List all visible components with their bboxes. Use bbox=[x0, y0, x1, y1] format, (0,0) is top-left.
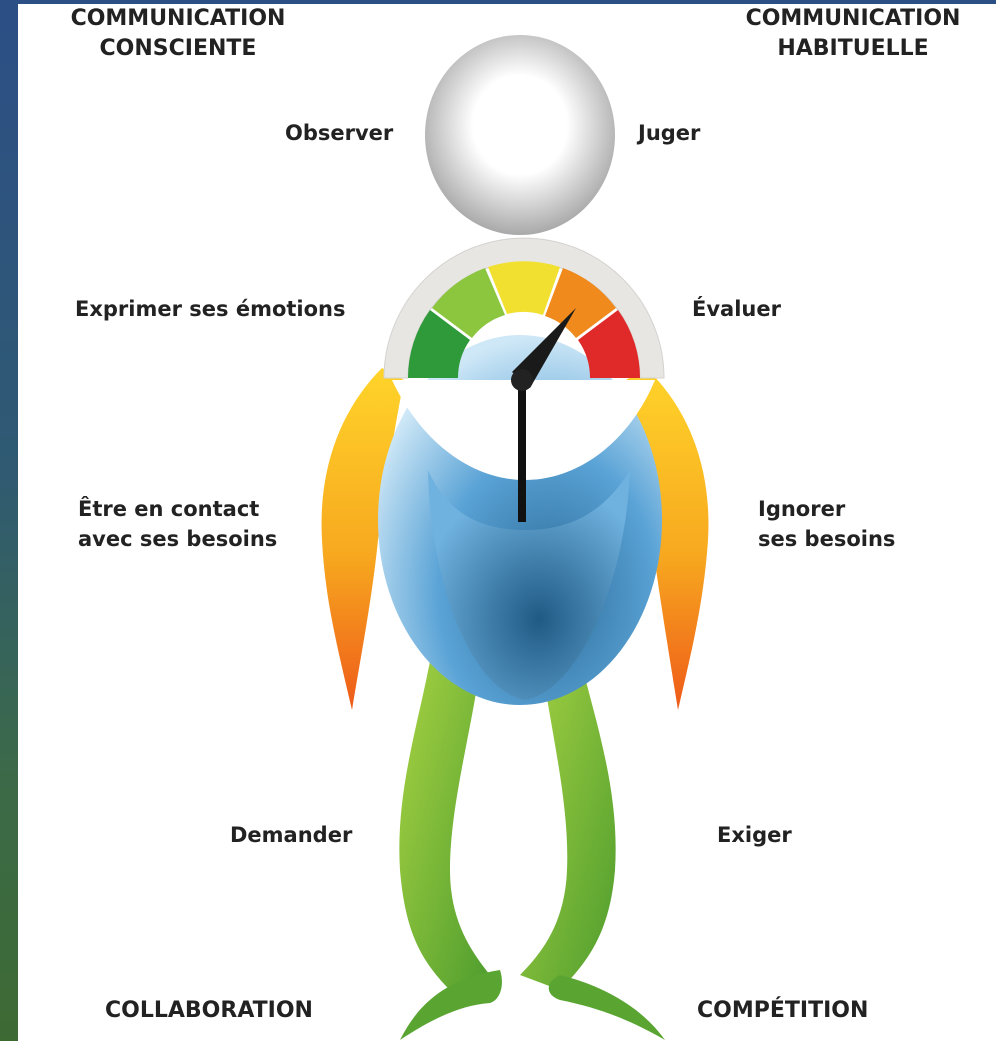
label-exprimer: Exprimer ses émotions bbox=[75, 294, 346, 324]
left-leg bbox=[399, 650, 490, 990]
heading-competition: COMPÉTITION bbox=[697, 996, 868, 1026]
label-observer: Observer bbox=[285, 118, 393, 148]
label-contact: Être en contact avec ses besoins bbox=[78, 494, 277, 554]
heading-habitual-line1: COMMUNICATION bbox=[718, 4, 988, 34]
heading-habitual-line2: HABITUELLE bbox=[718, 34, 988, 64]
heading-collaboration: COLLABORATION bbox=[105, 996, 313, 1026]
label-contact-line1: Être en contact bbox=[78, 494, 277, 524]
heading-habitual: COMMUNICATION HABITUELLE bbox=[718, 4, 988, 64]
label-demander: Demander bbox=[230, 820, 352, 850]
heading-conscious-line2: CONSCIENTE bbox=[28, 34, 328, 64]
label-juger: Juger bbox=[638, 118, 700, 148]
label-contact-line2: avec ses besoins bbox=[78, 524, 277, 554]
label-ignorer: Ignorer ses besoins bbox=[758, 494, 895, 554]
gauge-needle-hub bbox=[511, 369, 533, 391]
label-exiger: Exiger bbox=[717, 820, 792, 850]
heading-conscious-line1: COMMUNICATION bbox=[28, 4, 328, 34]
head bbox=[425, 35, 615, 235]
label-ignorer-line2: ses besoins bbox=[758, 524, 895, 554]
label-evaluer: Évaluer bbox=[692, 294, 781, 324]
heading-conscious: COMMUNICATION CONSCIENTE bbox=[28, 4, 328, 64]
right-foot bbox=[549, 975, 665, 1040]
label-ignorer-line1: Ignorer bbox=[758, 494, 895, 524]
